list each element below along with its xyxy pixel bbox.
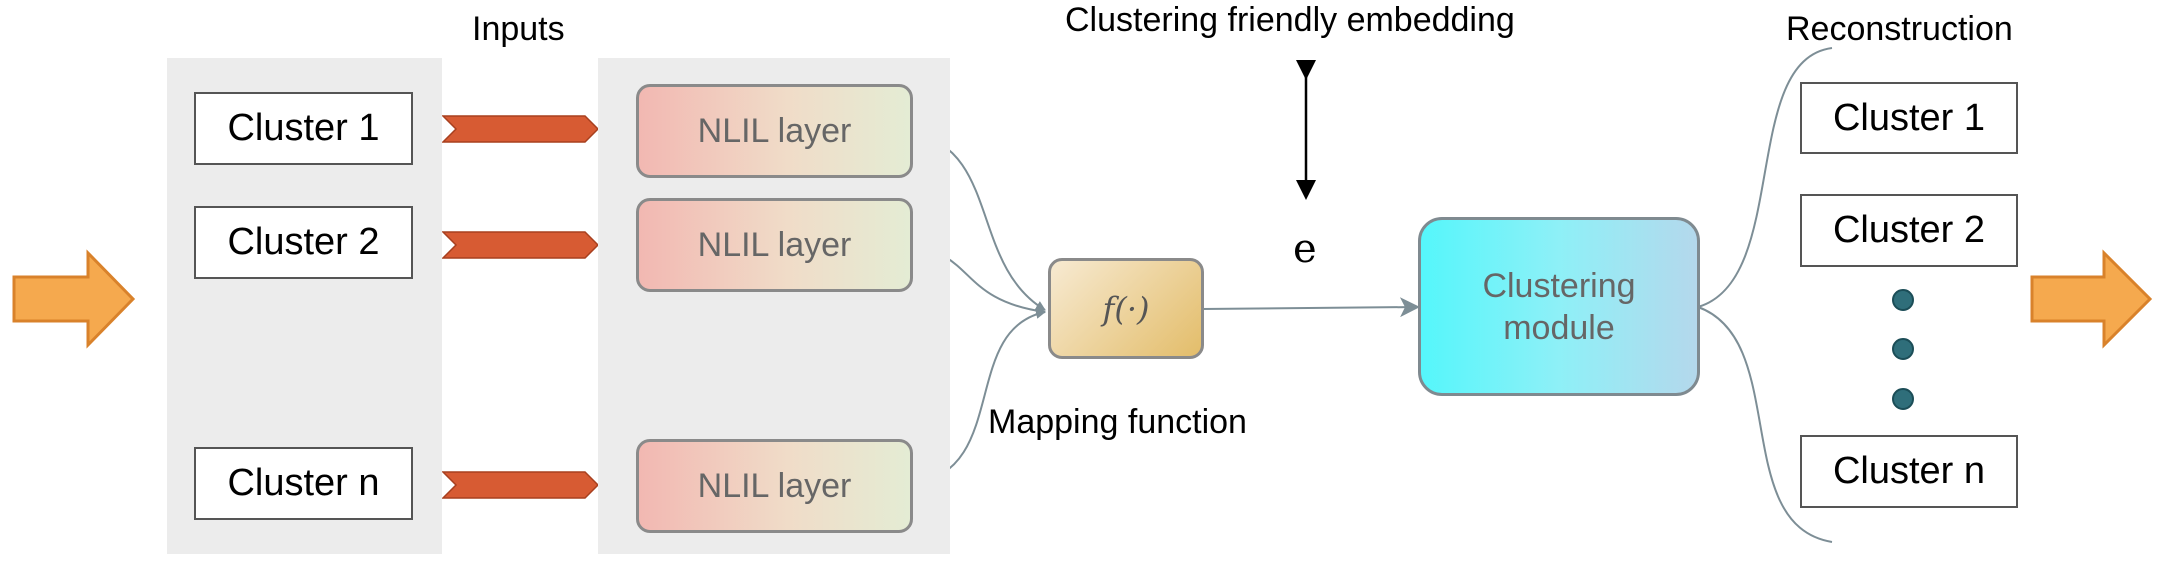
connector-arrow-1 bbox=[441, 115, 600, 143]
clustering-to-reconstruction-curve-bottom bbox=[1697, 306, 1833, 543]
clustering-module: Clustering module bbox=[1418, 217, 1700, 396]
input-cluster-n: Cluster n bbox=[194, 447, 413, 520]
reconstruction-label: Reconstruction bbox=[1786, 10, 2013, 48]
mapping-function-box: f(·) bbox=[1048, 258, 1204, 359]
ellipsis-dot bbox=[1892, 289, 1914, 311]
clustering-to-reconstruction-curve-top bbox=[1697, 47, 1833, 308]
output-cluster-1: Cluster 1 bbox=[1800, 82, 2018, 154]
connector-arrow-3 bbox=[441, 471, 600, 499]
clustering-module-line1: Clustering bbox=[1482, 266, 1636, 305]
clustering-friendly-embedding-label: Clustering friendly embedding bbox=[1065, 1, 1515, 39]
ellipsis-dot bbox=[1892, 388, 1914, 410]
nlil-layer-1: NLIL layer bbox=[636, 84, 913, 178]
nlil-layer-3: NLIL layer bbox=[636, 439, 913, 533]
output-arrow bbox=[2030, 249, 2153, 349]
input-arrow bbox=[12, 249, 136, 349]
inputs-label: Inputs bbox=[472, 10, 565, 48]
clustering-module-line2: module bbox=[1503, 308, 1615, 347]
output-cluster-2: Cluster 2 bbox=[1800, 194, 2018, 267]
embedding-symbol: e bbox=[1293, 226, 1317, 272]
output-cluster-n: Cluster n bbox=[1800, 435, 2018, 508]
input-cluster-2: Cluster 2 bbox=[194, 206, 413, 279]
nlil-layer-2: NLIL layer bbox=[636, 198, 913, 292]
ellipsis-dot bbox=[1892, 338, 1914, 360]
input-cluster-1: Cluster 1 bbox=[194, 92, 413, 165]
connector-arrow-2 bbox=[441, 231, 600, 259]
mapping-to-clustering-arrow bbox=[1201, 297, 1420, 318]
mapping-function-label: Mapping function bbox=[988, 403, 1247, 441]
